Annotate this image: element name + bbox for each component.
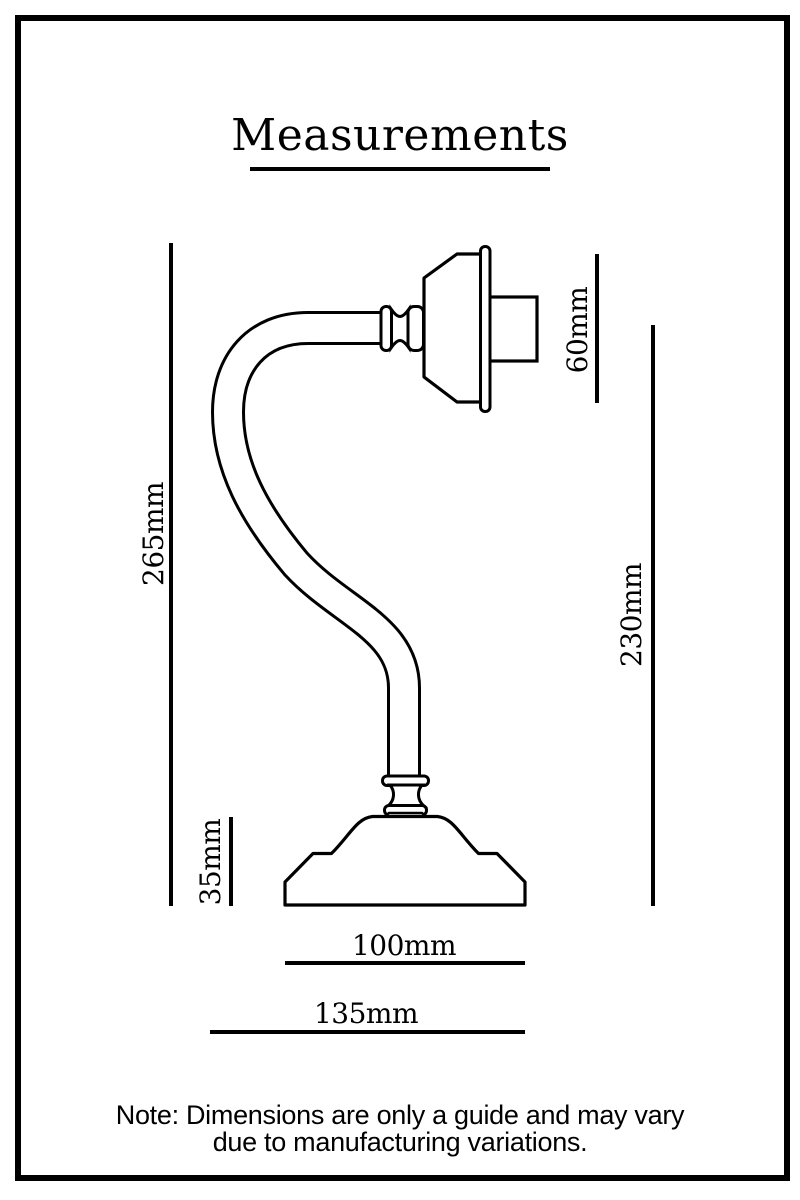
shade-body (422, 252, 483, 404)
note-line-1: Note: Dimensions are only a guide and ma… (115, 1100, 685, 1130)
knuckle-disc-right (406, 305, 425, 352)
dim-label-base-width: 100mm (351, 929, 457, 962)
dim-label-overall-depth: 135mm (313, 997, 419, 1030)
dim-label-shade-height: 60mm (561, 286, 594, 374)
title-underline (250, 167, 550, 171)
knuckle-spool (389, 304, 411, 353)
dim-line-arm-height (651, 325, 655, 906)
knuckle-disc-left (379, 305, 393, 352)
bulb-holder (487, 295, 539, 363)
neck-tube-outline (210, 311, 421, 780)
dim-label-arm-height: 230mm (615, 562, 648, 667)
dim-label-base-height: 35mm (194, 818, 227, 906)
dim-label-overall-height: 265mm (137, 481, 170, 586)
shade-rim (479, 245, 492, 413)
dim-line-overall-height (169, 243, 173, 906)
lamp-base (283, 814, 527, 907)
neck-tube-fill (213, 314, 418, 780)
note-line-2: due to manufacturing variations. (212, 1127, 588, 1157)
dim-line-base-width (285, 961, 525, 965)
dim-line-shade-height (595, 254, 599, 403)
page-title: Measurements (231, 110, 569, 161)
collar-spool (383, 783, 429, 808)
dim-line-overall-depth (210, 1030, 525, 1034)
frame-border (15, 15, 790, 1181)
dim-line-base-height (229, 817, 233, 906)
